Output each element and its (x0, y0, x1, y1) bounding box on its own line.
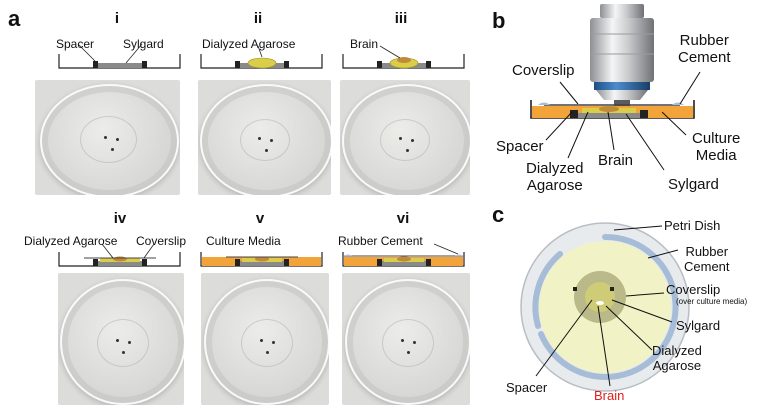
step-iv-numeral: iv (113, 210, 127, 227)
step-vi-cement-label: Rubber Cement (338, 234, 423, 248)
step-iv-coverslip-label: Coverslip (136, 234, 187, 248)
panel-c-top-view (520, 222, 690, 392)
step-i-photo (35, 80, 180, 195)
step-i-numeral: i (114, 10, 120, 27)
panel-b-dish-schematic (530, 100, 695, 119)
c-rubber-cement-label: Rubber Cement (684, 244, 730, 274)
step-ii-agarose-label: Dialyzed Agarose (202, 37, 296, 51)
b-culture-media-label: Culture Media (692, 130, 741, 164)
step-iv-photo (58, 273, 184, 405)
step-i-sylgard-label: Sylgard (123, 37, 164, 51)
step-v-schematic (200, 252, 323, 267)
c-dialyzed-agarose-label: Dialyzed Agarose (652, 343, 702, 373)
step-i-schematic (58, 43, 181, 69)
step-ii-schematic (200, 45, 323, 69)
c-brain-label: Brain (594, 388, 625, 403)
c-coverslip-label: Coverslip (666, 282, 721, 297)
step-vi-photo (342, 273, 470, 405)
step-ii-numeral: ii (253, 10, 263, 27)
step-v-media-label: Culture Media (206, 234, 281, 248)
c-petri-dish-label: Petri Dish (664, 218, 721, 233)
step-iii-schematic (342, 45, 465, 69)
c-coverslip-note: (over culture media) (676, 297, 748, 306)
c-sylgard-label: Sylgard (676, 318, 721, 333)
b-spacer-label: Spacer (496, 138, 544, 155)
step-vi-schematic (342, 243, 465, 267)
microscope-objective (590, 4, 654, 106)
b-rubber-cement-label: Rubber Cement (678, 32, 731, 66)
b-brain-label: Brain (598, 152, 634, 169)
step-iv-agarose-label: Dialyzed Agarose (24, 234, 118, 248)
step-v-photo (201, 273, 329, 405)
b-dialyzed-agarose-label: Dialyzed Agarose (526, 160, 584, 194)
b-coverslip-label: Coverslip (512, 62, 575, 79)
step-iii-brain-label: Brain (350, 37, 379, 51)
step-iii-photo (340, 80, 470, 195)
step-vi-numeral: vi (396, 210, 410, 227)
step-v-numeral: v (255, 210, 265, 227)
step-iii-numeral: iii (394, 10, 408, 27)
panel-b-label: b (492, 8, 506, 33)
panel-a-label: a (8, 6, 21, 31)
c-spacer-label: Spacer (506, 380, 548, 395)
step-i-spacer-label: Spacer (56, 37, 95, 51)
b-sylgard-label: Sylgard (668, 176, 719, 193)
step-ii-photo (198, 80, 331, 195)
step-iv-schematic (58, 243, 181, 267)
panel-c-label: c (492, 202, 505, 227)
